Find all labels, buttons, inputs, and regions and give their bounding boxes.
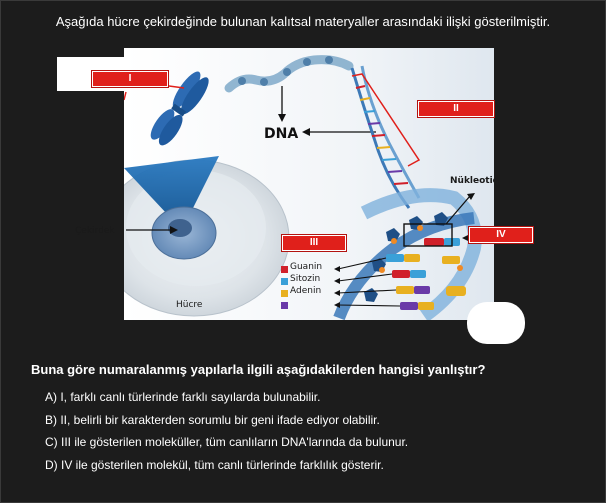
label-IV: IV — [469, 227, 533, 243]
cekirdek-label: Çekirdek — [75, 226, 115, 236]
label-II: II — [418, 101, 494, 117]
hucre-label: Hücre — [176, 300, 203, 310]
label-III: III — [282, 235, 346, 251]
question-text: Aşağıda hücre çekirdeğinde bulunan kalıt… — [55, 14, 551, 29]
dna-label: DNA — [264, 126, 299, 142]
dna-illustration — [124, 48, 494, 320]
base-sitozin: Sitozin — [290, 274, 321, 284]
dna-figure: DNA Nükleotid Hücre Guanin Sitozin Adeni… — [124, 48, 494, 320]
option-a[interactable]: A) I, farklı canlı türlerinde farklı say… — [45, 390, 321, 404]
base-guanin: Guanin — [290, 262, 323, 272]
white-blob — [467, 302, 525, 344]
label-I: I — [92, 71, 168, 87]
option-d[interactable]: D) IV ile gösterilen molekül, tüm canlı … — [45, 458, 384, 472]
base-adenin: Adenin — [290, 286, 322, 296]
option-b[interactable]: B) II, belirli bir karakterden sorumlu b… — [45, 413, 380, 427]
nukleotid-label: Nükleotid — [450, 176, 494, 186]
option-c[interactable]: C) III ile gösterilen moleküller, tüm ca… — [45, 435, 409, 449]
sub-question: Buna göre numaralanmış yapılarla ilgili … — [31, 362, 486, 377]
